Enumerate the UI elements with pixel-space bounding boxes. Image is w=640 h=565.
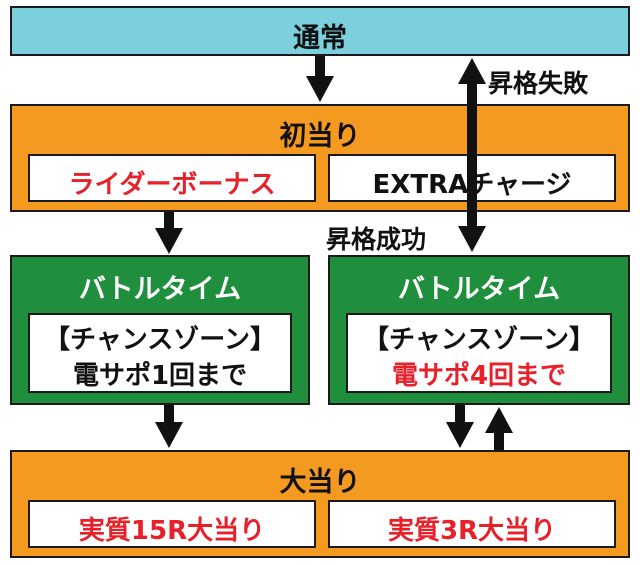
battle-time-left-line2: 電サポ1回まで — [72, 361, 248, 391]
battle-time-right-inner: 【チャンスゾーン】 電サポ4回まで — [346, 313, 612, 393]
battle-time-right-box: バトルタイム 【チャンスゾーン】 電サポ4回まで — [328, 255, 630, 405]
big-hit-3r-box: 実質3R大当り — [328, 500, 616, 548]
rider-bonus-label: ライダーボーナス — [68, 170, 276, 200]
big-hit-15r-box: 実質15R大当り — [28, 500, 316, 548]
normal-state-box: 通常 — [10, 6, 630, 56]
battle-time-left-title: バトルタイム — [78, 274, 242, 305]
battle-time-right-title: バトルタイム — [397, 274, 561, 305]
arrow-up-fail-to-normal — [458, 58, 486, 232]
arrow-down-battle-right-to-big-hit — [446, 405, 474, 448]
promotion-fail-label: 昇格失敗 — [488, 69, 589, 98]
big-hit-title: 大当り — [279, 467, 361, 498]
promotion-success-label: 昇格成功 — [326, 225, 427, 254]
arrow-down-battle-left-to-big-hit — [155, 405, 183, 448]
big-hit-box: 大当り 実質15R大当り 実質3R大当り — [10, 450, 630, 558]
battle-time-right-line2: 電サポ4回まで — [391, 361, 567, 391]
arrow-down-normal-to-first-hit — [306, 56, 334, 102]
battle-time-left-line1: 【チャンスゾーン】 — [44, 325, 276, 355]
first-hit-title: 初当り — [279, 121, 361, 152]
rider-bonus-box: ライダーボーナス — [28, 154, 316, 202]
battle-time-right-line1: 【チャンスゾーン】 — [363, 325, 595, 355]
normal-state-title: 通常 — [293, 23, 347, 54]
arrow-down-success-to-battle-right — [458, 226, 486, 252]
big-hit-15r-label: 実質15R大当り — [78, 516, 266, 546]
arrow-up-big-hit-to-battle-right — [485, 407, 513, 450]
first-hit-box: 初当り ライダーボーナス EXTRAチャージ — [10, 104, 630, 212]
battle-time-left-inner: 【チャンスゾーン】 電サポ1回まで — [28, 313, 292, 393]
arrow-down-rider-to-battle-left — [155, 212, 183, 254]
battle-time-left-box: バトルタイム 【チャンスゾーン】 電サポ1回まで — [10, 255, 310, 405]
big-hit-3r-label: 実質3R大当り — [387, 516, 557, 546]
